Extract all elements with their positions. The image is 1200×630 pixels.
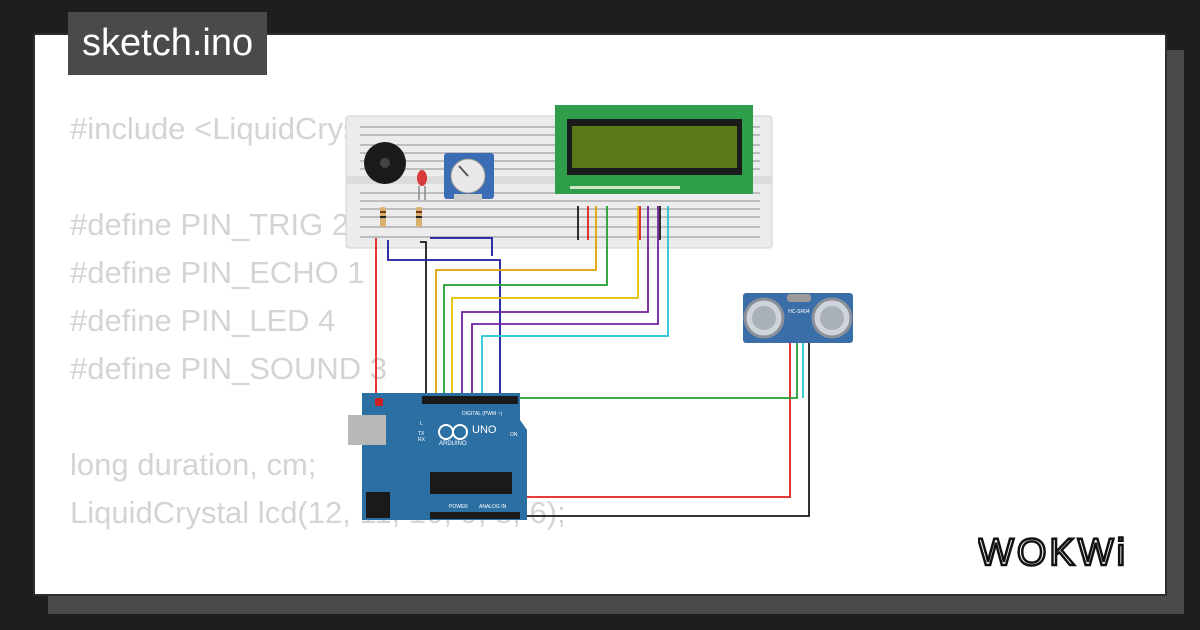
analog-header-label: ANALOG IN bbox=[479, 504, 507, 510]
lcd-display[interactable] bbox=[555, 105, 753, 194]
on-label: ON bbox=[510, 432, 518, 438]
wires bbox=[375, 206, 810, 517]
board-name: UNO bbox=[472, 424, 497, 436]
logo-text: WOKWi bbox=[978, 532, 1128, 574]
resistor[interactable] bbox=[416, 207, 422, 227]
code-line: #define PIN_TRIG 2 bbox=[70, 207, 350, 242]
power-header-label: POWER bbox=[449, 504, 468, 510]
code-line: #define PIN_ECHO 1 bbox=[70, 255, 365, 290]
buzzer[interactable] bbox=[364, 142, 406, 184]
tx-label: TX bbox=[418, 431, 425, 437]
code-line: long duration, cm; bbox=[70, 447, 317, 482]
wokwi-logo: WOKWi bbox=[978, 531, 1128, 576]
ultrasonic-sensor[interactable]: HC-SR04 bbox=[743, 293, 853, 343]
arduino-uno[interactable]: UNO ARDUINO DIGITAL (PWM ~) ANALOG IN PO… bbox=[348, 393, 527, 520]
file-name-tab[interactable]: sketch.ino bbox=[68, 12, 268, 75]
l-label: L bbox=[420, 421, 423, 427]
rx-label: RX bbox=[418, 437, 426, 443]
code-line: void setup() { bbox=[70, 585, 566, 594]
code-line: #define PIN_LED 4 bbox=[70, 303, 336, 338]
board-brand: ARDUINO bbox=[439, 441, 467, 447]
code-line: #define PIN_SOUND 3 bbox=[70, 351, 388, 386]
resistor[interactable] bbox=[380, 207, 386, 227]
reset-button[interactable] bbox=[375, 398, 383, 406]
red-led[interactable] bbox=[417, 170, 427, 200]
potentiometer[interactable] bbox=[444, 153, 494, 200]
sensor-model-label: HC-SR04 bbox=[788, 309, 810, 315]
digital-header-label: DIGITAL (PWM ~) bbox=[462, 411, 502, 417]
